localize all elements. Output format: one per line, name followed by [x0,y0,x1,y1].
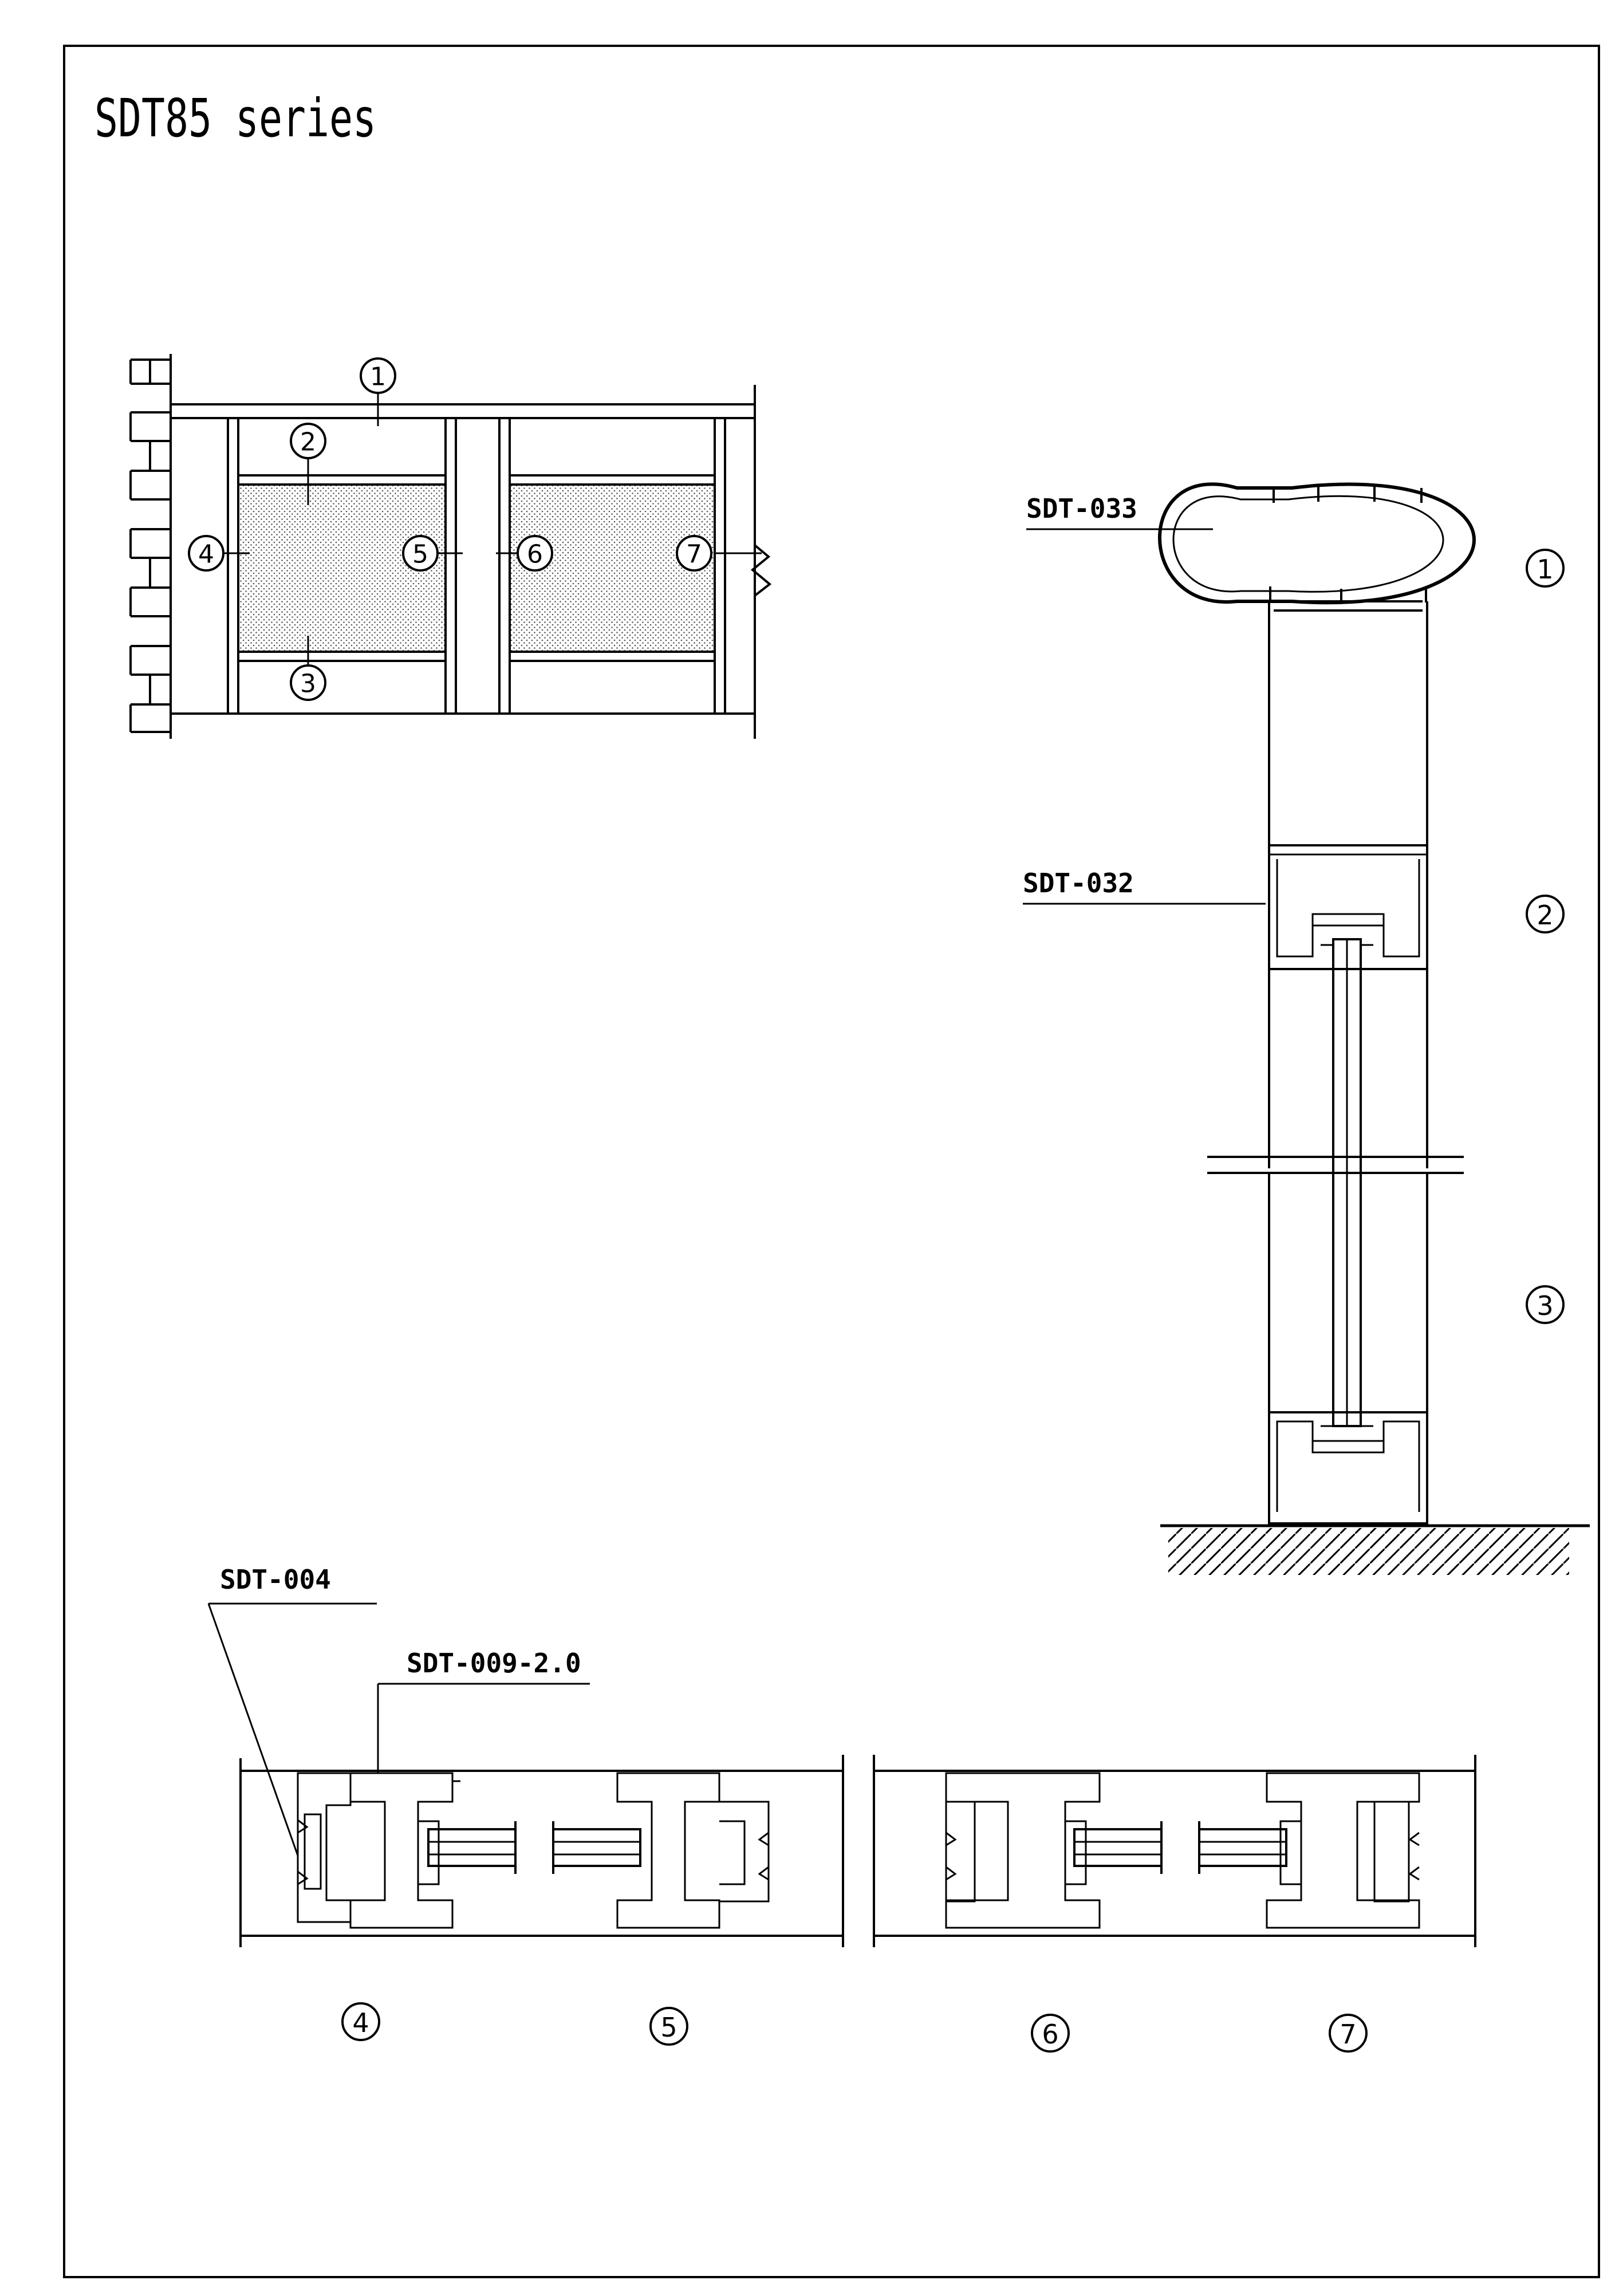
brick-wall [129,359,171,733]
elevation-view [129,354,772,739]
sheet-border [63,45,1600,2278]
label-middle-post-text: SDT-009-2.0 [407,1648,581,1679]
vertical-section [1158,482,1590,1527]
callout-6-text: 6 [527,540,543,569]
callout-2-elev: 2 [290,423,326,459]
callout-6-plan: 6 [1031,2014,1070,2053]
callout-3-section-text: 3 [1537,1290,1553,1321]
label-end-post: SDT-004 [207,1564,377,1856]
callout-5-plan: 5 [649,2007,688,2046]
label-upper-frame: SDT-032 [1023,868,1266,905]
callout-1-section: 1 [1526,549,1565,588]
label-top-rail: SDT-033 [1026,493,1213,530]
callout-1-elev: 1 [360,357,396,394]
callout-5-plan-text: 5 [660,2012,677,2043]
callout-2-text: 2 [300,428,316,457]
callout-3-section: 3 [1526,1285,1565,1324]
ground-hatch [1168,1528,1569,1575]
callout-3-text: 3 [300,669,316,699]
callout-4-elev: 4 [188,535,224,572]
drawing-title: SDT85 series [94,88,376,149]
callout-6-elev: 6 [517,535,553,572]
callout-4-text: 4 [198,540,214,569]
callout-1-text: 1 [370,363,386,392]
callout-2-section: 2 [1526,895,1565,934]
callout-3-elev: 3 [290,664,326,701]
label-upper-frame-text: SDT-032 [1023,868,1134,899]
callout-1-section-text: 1 [1537,554,1553,585]
callout-7-elev: 7 [676,535,712,572]
callout-6-plan-text: 6 [1042,2019,1058,2050]
callout-4-plan: 4 [341,2002,380,2041]
callout-7-plan-text: 7 [1340,2019,1356,2050]
callout-7-text: 7 [686,540,702,569]
callout-4-plan-text: 4 [352,2007,369,2038]
label-top-rail-text: SDT-033 [1026,493,1137,524]
callout-5-text: 5 [412,540,428,569]
top-rail-profile [1158,482,1476,605]
label-end-post-text: SDT-004 [220,1564,331,1595]
horizontal-section-left [239,1755,844,1947]
callout-5-elev: 5 [402,535,439,572]
horizontal-section-right [873,1755,1476,1947]
callout-7-plan: 7 [1329,2014,1368,2053]
callout-2-section-text: 2 [1537,900,1553,931]
label-middle-post: SDT-009-2.0 [377,1648,590,1773]
